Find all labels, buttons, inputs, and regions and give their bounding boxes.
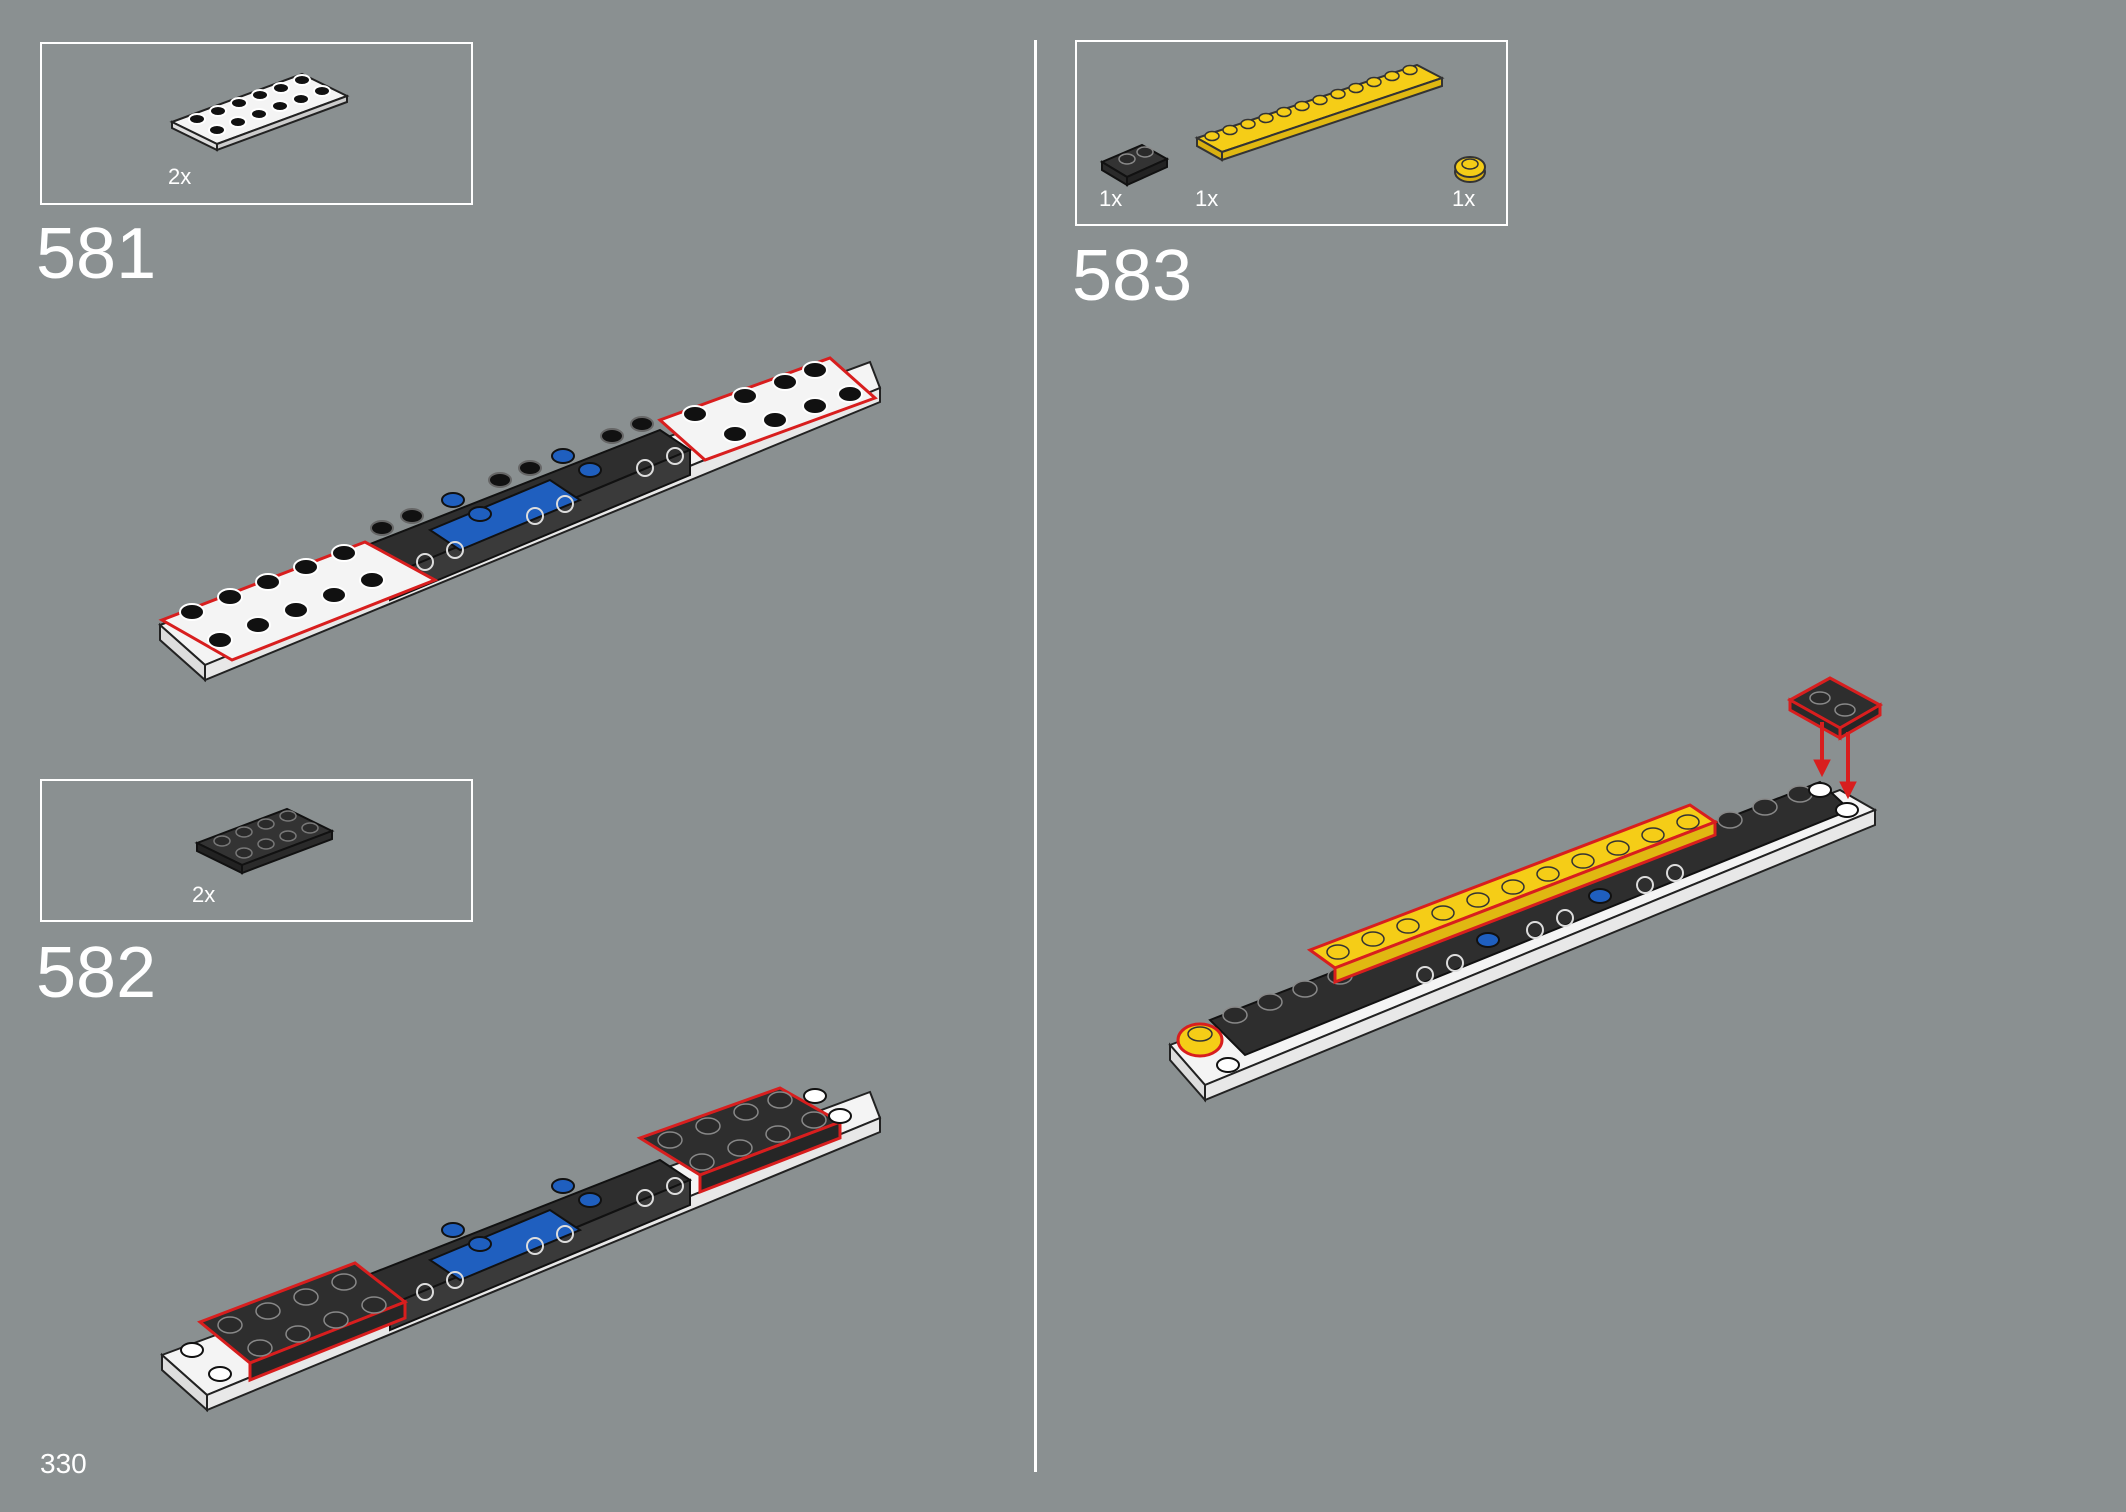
yellow-round-plate-1x1-icon	[1454, 156, 1486, 183]
page-number: 330	[40, 1448, 87, 1479]
step-583-assembly-illustration	[1168, 676, 1884, 1103]
yellow-plate-1x12-icon	[1194, 63, 1445, 162]
step-583-parts-box: 1x 1x 1x	[1075, 40, 1508, 226]
step-581-parts-box: 2x	[40, 42, 473, 205]
step-581-assembly-illustration	[158, 356, 882, 683]
page-divider	[1034, 40, 1037, 1472]
step-582-parts-box: 2x	[40, 779, 473, 922]
part-quantity: 2x	[192, 882, 216, 907]
black-plate-2x4-icon	[194, 807, 335, 875]
black-plate-1x2-icon	[1099, 143, 1170, 187]
part-quantity: 1x	[1452, 186, 1476, 211]
part-quantity: 1x	[1195, 186, 1219, 211]
white-plate-2x6-icon	[169, 72, 350, 152]
step-number: 581	[36, 214, 157, 294]
part-quantity: 1x	[1099, 186, 1123, 211]
step-number: 583	[1072, 236, 1193, 316]
step-number: 582	[36, 933, 157, 1013]
step-582-assembly-illustration	[160, 1086, 882, 1413]
part-quantity: 2x	[168, 164, 192, 189]
